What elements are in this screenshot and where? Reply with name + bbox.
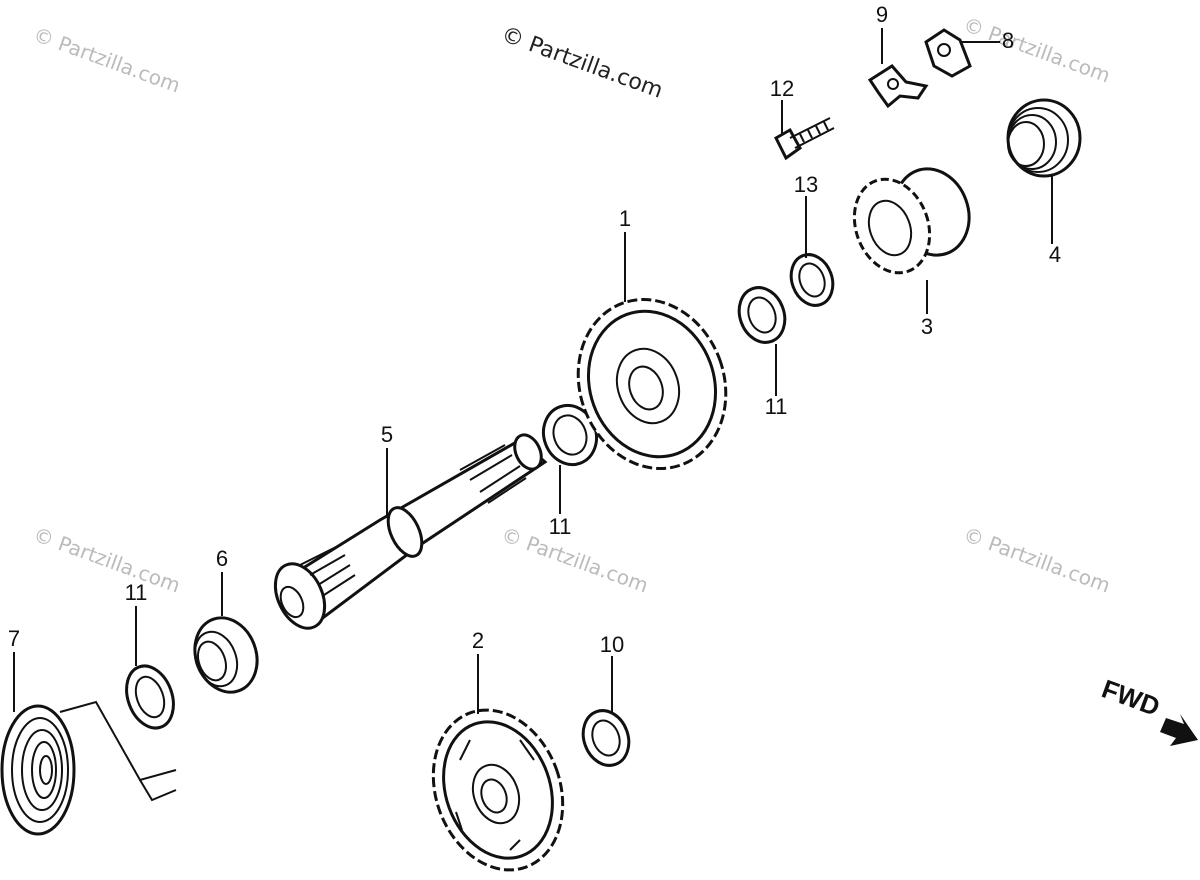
watermark-top-center: © Partzilla.com	[498, 22, 666, 104]
part-6-bearing	[193, 616, 259, 694]
part-3-ratchet	[852, 167, 971, 275]
callout-10: 10	[600, 632, 624, 657]
leader-lines	[13, 28, 1053, 714]
callout-1: 1	[619, 206, 631, 231]
part-4-ratchet-spring	[1006, 98, 1082, 178]
part-12-bolt	[774, 117, 835, 161]
watermark-mid-center: © Partzilla.com	[498, 522, 651, 597]
watermark-mid-right: © Partzilla.com	[960, 522, 1113, 597]
callout-12: 12	[770, 76, 794, 101]
callout-2: 2	[472, 628, 484, 653]
part-2-idle-gear	[431, 708, 565, 872]
callout-9: 9	[876, 2, 888, 27]
part-5-kickstarter-spindle	[273, 433, 548, 630]
fwd-arrow-icon	[1160, 714, 1198, 746]
callout-11-center: 11	[549, 514, 572, 539]
part-11-washer-left	[125, 664, 175, 730]
callout-3: 3	[921, 314, 933, 339]
callout-4: 4	[1049, 242, 1061, 267]
fwd-label: FWD	[1098, 673, 1164, 721]
part-7-kick-spring	[0, 700, 177, 836]
callout-11-left: 11	[125, 580, 148, 605]
part-1-kickstarter-drive-gear	[576, 298, 728, 470]
part-9-ratchet-guide	[867, 64, 929, 109]
watermark-mid-left: © Partzilla.com	[30, 522, 183, 597]
callout-5: 5	[381, 422, 393, 447]
part-10-washer	[581, 709, 631, 767]
callout-8: 8	[1002, 28, 1014, 53]
watermarks: © Partzilla.com © Partzilla.com © Partzi…	[30, 12, 1113, 597]
callout-11-right: 11	[765, 394, 788, 419]
callout-labels: 1 2 3 4 5 6 7 8 9 10 11 11 11 12 13	[8, 2, 1061, 657]
part-11-washer-right	[737, 286, 787, 344]
part-8-plate	[924, 28, 972, 78]
forward-direction-indicator: FWD	[1098, 673, 1198, 746]
callout-7: 7	[8, 626, 20, 651]
callout-13: 13	[794, 172, 818, 197]
watermark-top-right: © Partzilla.com	[960, 12, 1113, 87]
callout-6: 6	[216, 546, 228, 571]
watermark-top-left: © Partzilla.com	[30, 22, 183, 97]
part-13-circlip	[789, 253, 835, 307]
